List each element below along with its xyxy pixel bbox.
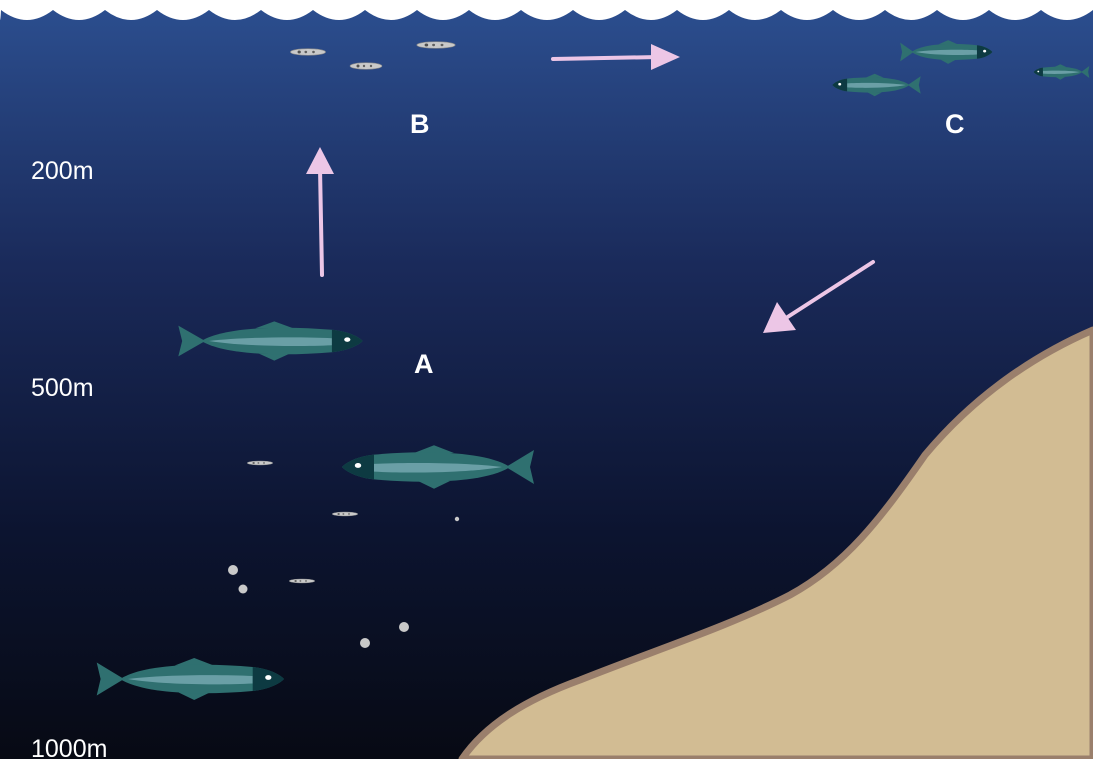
larva-surface-2 bbox=[417, 42, 455, 49]
depth-label-200m: 200m bbox=[31, 157, 94, 186]
stage-label-a: A bbox=[414, 349, 434, 380]
larva-deep-2 bbox=[332, 512, 358, 516]
depth-label-500m: 500m bbox=[31, 374, 94, 403]
larva-deep-3 bbox=[289, 579, 315, 583]
depth-label-1000m: 1000m bbox=[31, 735, 107, 759]
egg-5 bbox=[455, 517, 459, 521]
larva-surface-1 bbox=[290, 49, 325, 56]
egg-2 bbox=[239, 585, 248, 594]
larva-deep-1 bbox=[247, 461, 273, 465]
stage-label-b: B bbox=[410, 109, 430, 140]
egg-1 bbox=[228, 565, 238, 575]
stage-label-c: C bbox=[945, 109, 965, 140]
egg-3 bbox=[360, 638, 370, 648]
larva-surface-3 bbox=[350, 63, 382, 70]
egg-4 bbox=[399, 622, 409, 632]
